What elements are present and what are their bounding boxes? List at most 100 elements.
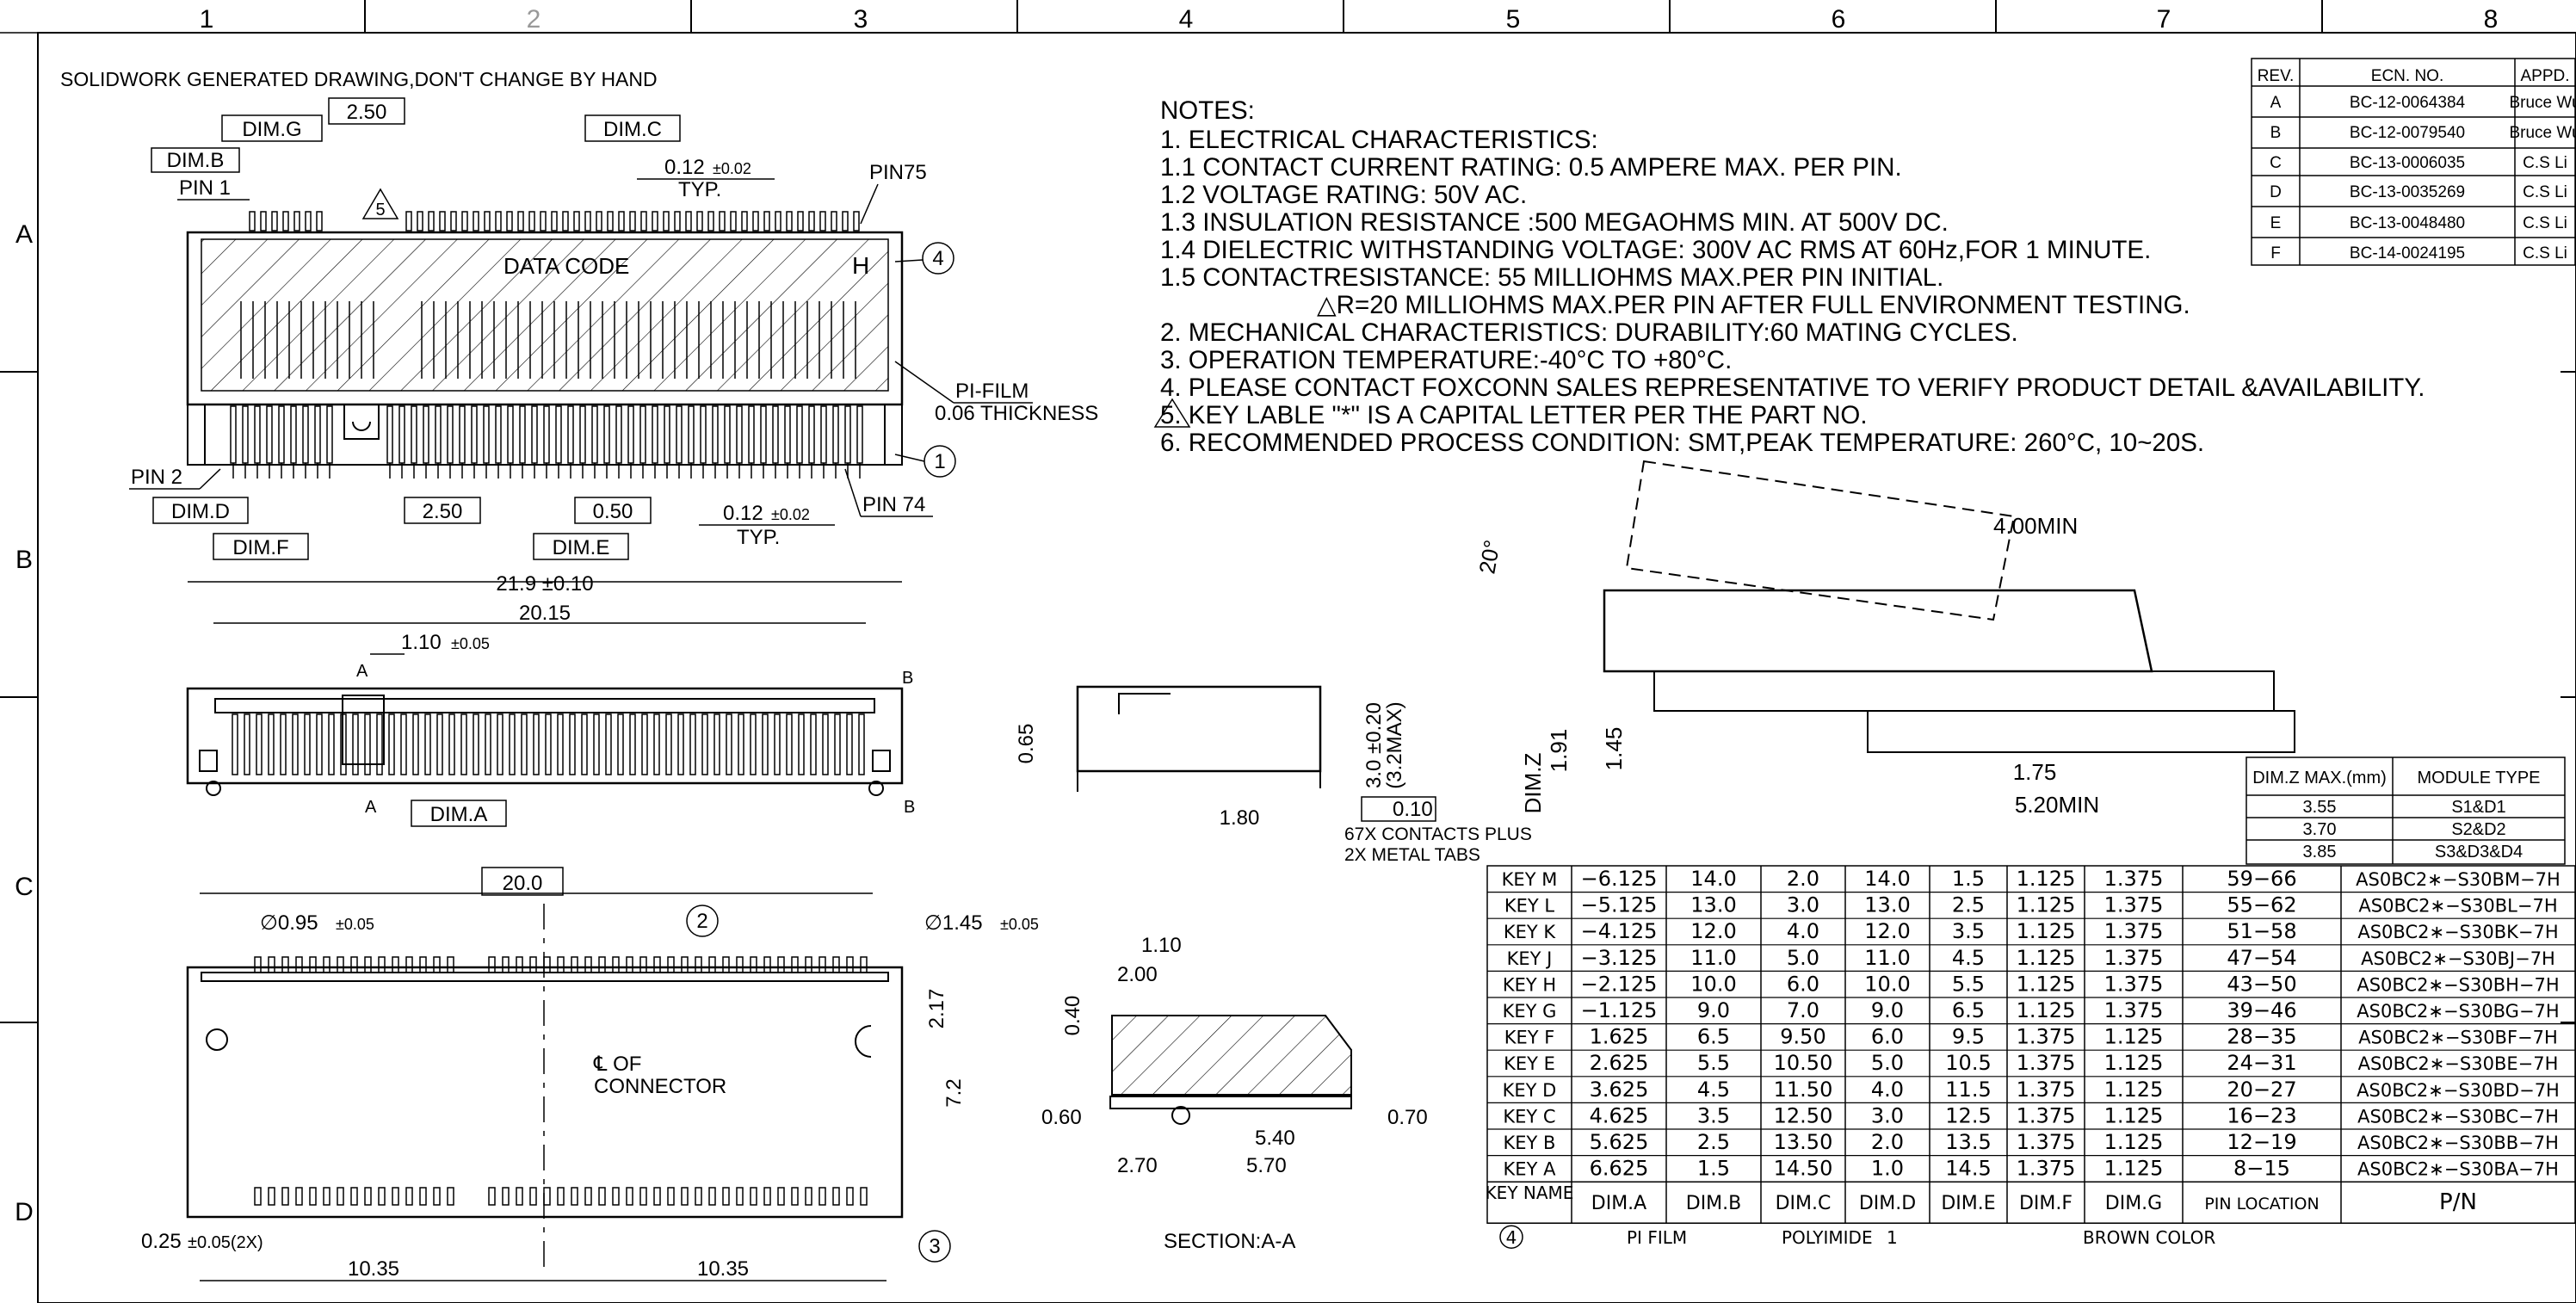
dim-b-box [151, 147, 240, 173]
key-table-cell: 6.625 [1590, 1157, 1649, 1181]
contact-pin [856, 405, 863, 464]
key-table-cell: AS0BC2∗−S30BF−7H [2358, 1028, 2558, 1048]
contact-pin [653, 1187, 661, 1206]
key-table-footer-cell: DIM.D [1859, 1193, 1916, 1214]
contact-pin [364, 1187, 372, 1206]
contact-pin [249, 211, 256, 232]
key-table-cell: KEY A [1504, 1159, 1557, 1180]
contact-pin [517, 211, 524, 232]
key-table-cell: 5.5 [1697, 1051, 1730, 1075]
dim-f-box [213, 533, 309, 560]
contact-pin [495, 211, 502, 232]
contact-pin [278, 405, 285, 464]
contact-pin [798, 713, 805, 775]
bottom-view-labels: 20.0 ∅0.95 ±0.05 ∅1.45 ±0.05 2 2.17 7.2 … [141, 867, 1039, 1281]
dim-0-12-bottom-tol: ±0.02 [771, 506, 810, 523]
note-line-11: 5. KEY LABLE "*" IS A CAPITAL LETTER PER… [1160, 401, 1868, 429]
key-table-cell: 1.125 [2104, 1025, 2164, 1049]
contact-pin [736, 956, 744, 973]
key-table-cell: 9.5 [1952, 1025, 1985, 1049]
contact-pin [763, 211, 770, 232]
key-table-cell: AS0BC2∗−S30BE−7H [2358, 1053, 2559, 1074]
contact-pin [460, 713, 467, 775]
rev-f-ecn: BC-14-0024195 [2350, 244, 2465, 262]
key-table-cell: 1.125 [2104, 1157, 2164, 1181]
section-dim-1-10: 1.10 [1141, 934, 1182, 957]
contact-pin [741, 211, 748, 232]
contact-pin [562, 211, 569, 232]
key-table-cell: KEY C [1503, 1106, 1555, 1127]
dim-2-50-bottom: 2.50 [423, 500, 463, 523]
contact-pin [664, 405, 670, 464]
key-table-footer-cell: DIM.E [1941, 1193, 1995, 1214]
top-view-labels: DIM.G 2.50 DIM.C DIM.B PIN 1 0.12 ±0.02 … [129, 97, 1098, 560]
contact-pin [271, 211, 278, 232]
contact-pin [584, 1187, 592, 1206]
contact-pin [805, 956, 812, 973]
generated-drawing-note: SOLIDWORK GENERATED DRAWING,DON'T CHANGE… [60, 68, 658, 90]
note-line-12: 6. RECOMMENDED PROCESS CONDITION: SMT,PE… [1160, 429, 2204, 457]
key-table-cell: 1.375 [2017, 1025, 2076, 1049]
contact-pin [545, 713, 552, 775]
dim-phi-1-45-tol: ±0.05 [1000, 916, 1039, 933]
contact-pin [598, 956, 606, 973]
contact-pin [497, 713, 503, 775]
rev-b-ecn: BC-12-0079540 [2350, 124, 2465, 142]
contact-pin [681, 956, 689, 973]
key-table-cell: KEY B [1504, 1133, 1556, 1153]
contact-pin [314, 405, 321, 464]
contact-pin [736, 1187, 744, 1206]
contact-pin [676, 405, 683, 464]
key-table-cell: 13.0 [1864, 893, 1910, 917]
key-table-cell: 9.50 [1780, 1025, 1825, 1049]
key-table-cell: 1.375 [2017, 1130, 2076, 1154]
contact-pin [543, 405, 550, 464]
key-table-cell: 6.5 [1952, 998, 1985, 1022]
key-table-cell: 28−35 [2227, 1025, 2296, 1049]
contact-pin [797, 211, 804, 232]
note-line-3: 1.2 VOLTAGE RATING: 50V AC. [1160, 181, 1527, 209]
contact-pin [598, 1187, 606, 1206]
key-table-cell: 1.5 [1952, 867, 1985, 891]
dim-phi-0-95-tol: ±0.05 [336, 916, 374, 933]
key-table-cell: KEY M [1502, 869, 1558, 890]
bottom-view [186, 892, 904, 1281]
row-label-a: A [15, 220, 33, 249]
dim-1-10: 1.10 [401, 631, 442, 654]
contact-pin [350, 1187, 358, 1206]
contact-pin [447, 1187, 454, 1206]
dim-a-box [411, 800, 507, 827]
key-table-cell: 1.375 [2017, 1078, 2076, 1102]
section-view-labels: 1.10 2.00 0.40 0.60 0.70 5.40 2.70 5.70 … [1041, 934, 1428, 1253]
key-table-footer-cell: P/N [2439, 1189, 2477, 1215]
dim-c-box [584, 114, 681, 142]
contact-pin [724, 405, 731, 464]
key-table-cell: 7.0 [1787, 998, 1819, 1022]
dim-c-label: DIM.C [603, 118, 662, 141]
note-line-10: 4. PLEASE CONTACT FOXCONN SALES REPRESEN… [1160, 374, 2425, 402]
key-table-cell: 5.0 [1787, 946, 1819, 970]
front-view-labels: 21.9 ±0.10 20.15 1.10 ±0.05 A A B B DIM.… [356, 572, 915, 827]
col-label-7: 7 [2157, 5, 2171, 34]
key-table-cell: −1.125 [1581, 998, 1658, 1022]
contact-pin [730, 211, 737, 232]
contact-pin [708, 956, 716, 973]
key-table-cell: 9.0 [1871, 998, 1904, 1022]
section-title: SECTION:A-A [1164, 1230, 1295, 1253]
key-table-cell: −4.125 [1581, 919, 1658, 943]
contact-pin [309, 956, 317, 973]
mated-view-labels: 20° 4.00MIN DIM.Z 1.91 1.45 1.75 5.20MIN [1473, 513, 2099, 818]
contact-pin [707, 211, 714, 232]
contact-pin [256, 713, 263, 775]
contact-pin [579, 405, 586, 464]
key-table-cell: 1.125 [2017, 919, 2076, 943]
section-dim-5-40: 5.40 [1255, 1127, 1295, 1150]
contact-pin [433, 956, 441, 973]
key-table-cell: 16−23 [2227, 1103, 2296, 1127]
key-table-footer-cell: KEY NAME [1486, 1183, 1574, 1203]
contact-pin [665, 713, 672, 775]
contact-pin [700, 405, 707, 464]
contact-pin [685, 211, 692, 232]
contact-pin [448, 713, 455, 775]
contact-pin [305, 211, 312, 232]
